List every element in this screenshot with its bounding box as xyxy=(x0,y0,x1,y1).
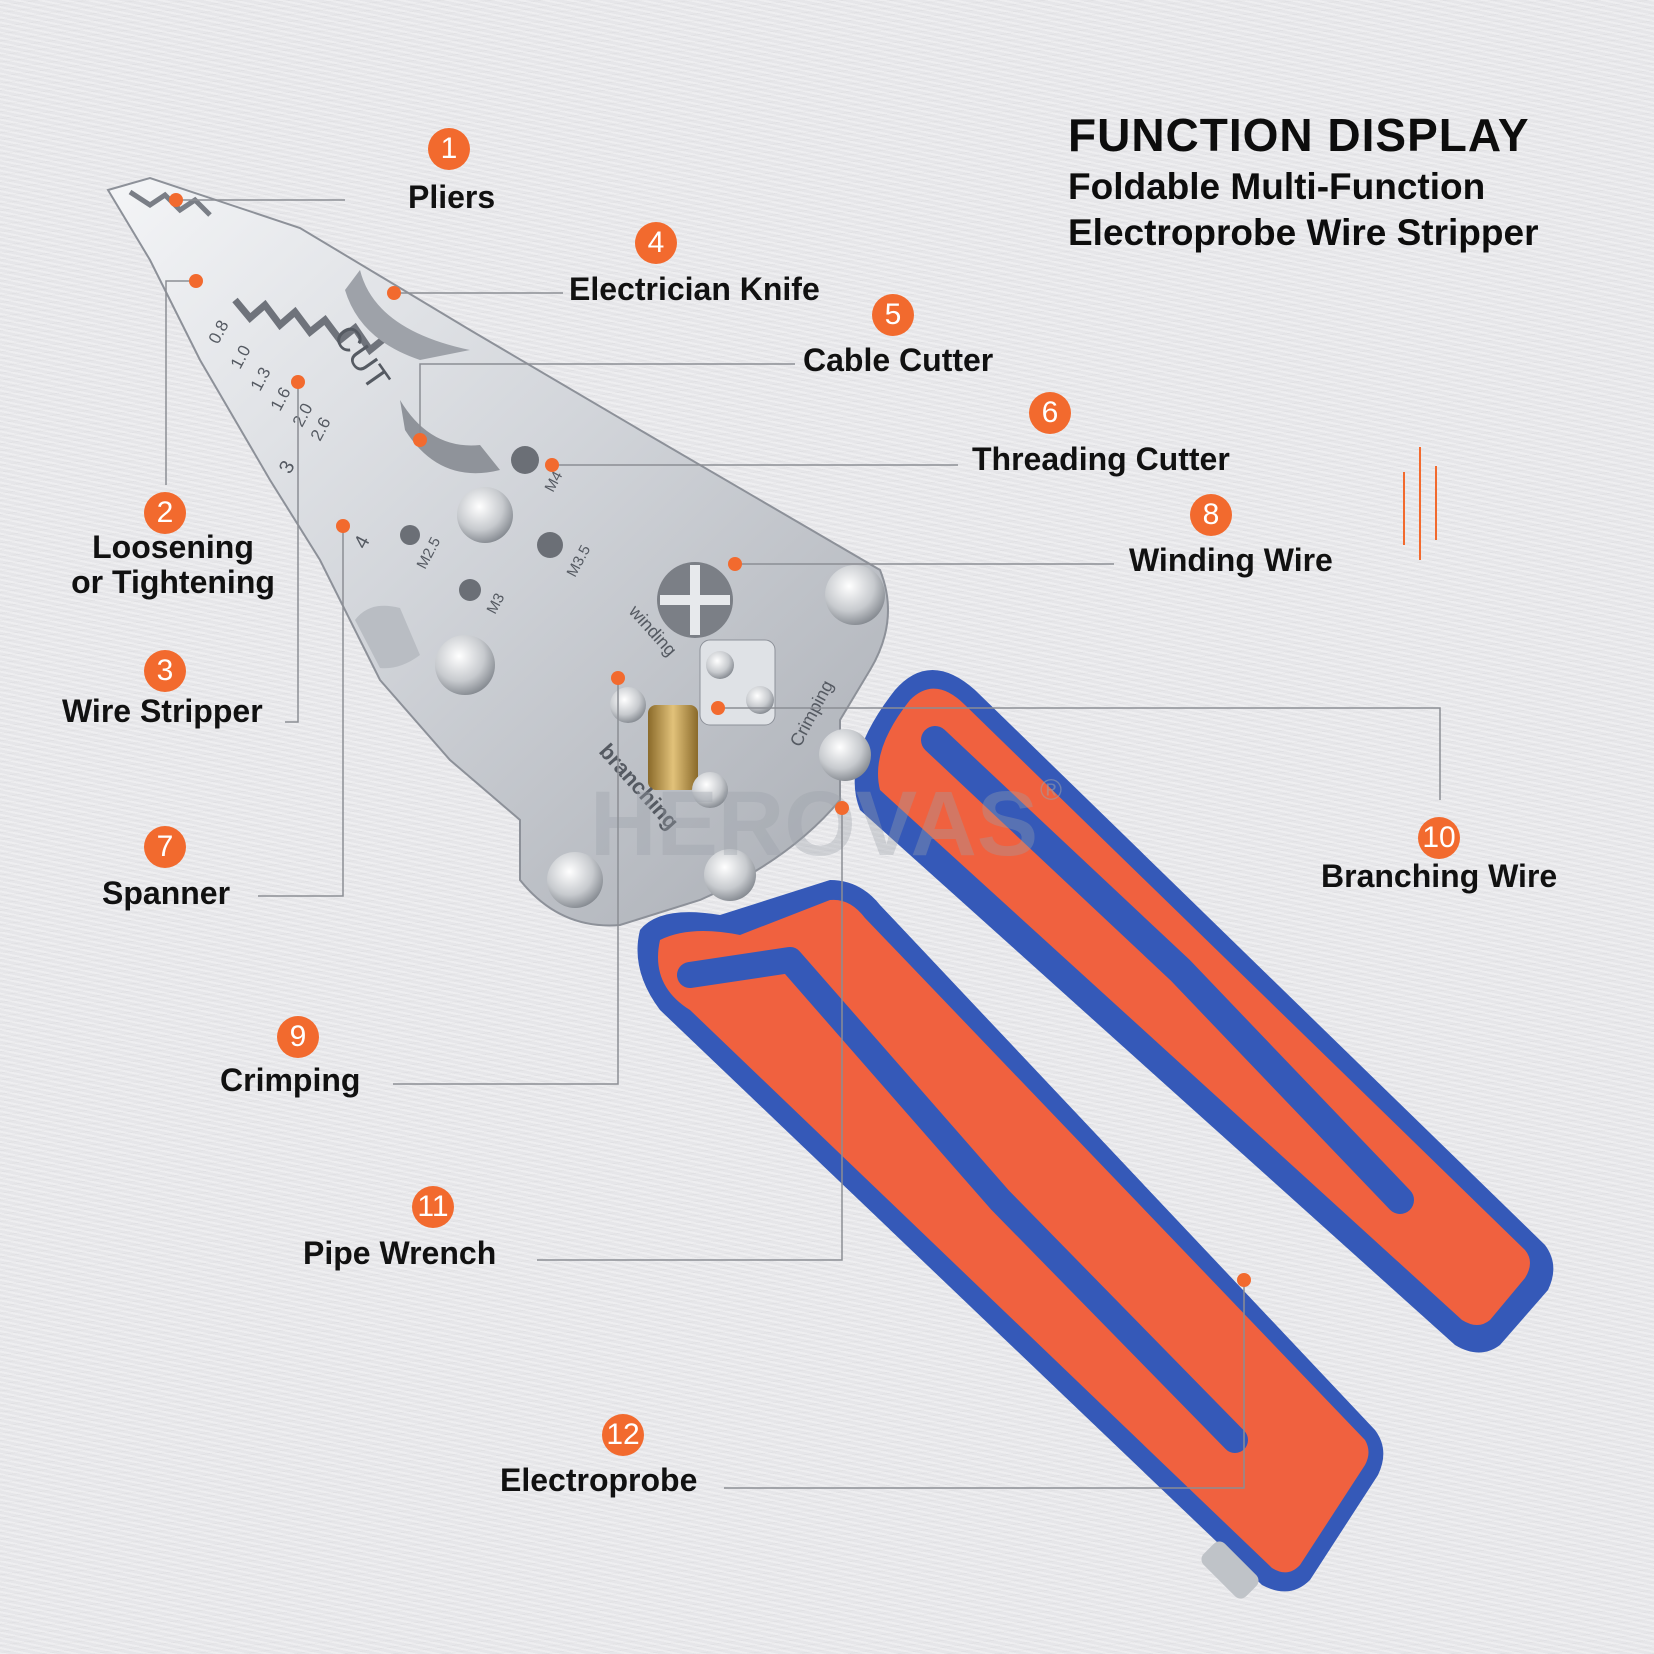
feature-label-pliers: Pliers xyxy=(408,179,496,215)
feature-number-9: 9 xyxy=(277,1016,319,1058)
title-block: FUNCTION DISPLAY Foldable Multi-Function… xyxy=(1068,108,1539,254)
callout-dot-spanner xyxy=(336,519,350,533)
feature-number-6: 6 xyxy=(1029,392,1071,434)
callout-dot-threading-cutter xyxy=(545,458,559,472)
feature-label-winding-wire: Winding Wire xyxy=(1129,542,1333,578)
callout-dot-electrician-knife xyxy=(387,286,401,300)
callout-dot-pliers xyxy=(169,193,183,207)
callout-dot-branching-wire xyxy=(711,701,725,715)
rivet xyxy=(819,729,871,781)
steel-head xyxy=(106,176,889,927)
rivet xyxy=(547,852,603,908)
feature-number-5: 5 xyxy=(872,294,914,336)
feature-number-2: 2 xyxy=(144,492,186,534)
callout-dot-pipe-wrench xyxy=(835,801,849,815)
feature-number-1: 1 xyxy=(428,128,470,170)
callout-dot-electroprobe xyxy=(1237,1273,1251,1287)
left-handle xyxy=(637,880,1384,1599)
rivet xyxy=(825,565,885,625)
leader-lines xyxy=(165,199,1441,1489)
rivet xyxy=(704,849,756,901)
feature-label-wire-stripper: Wire Stripper xyxy=(62,693,263,729)
callout-dot-crimping xyxy=(611,671,625,685)
registered-mark: ® xyxy=(1040,774,1062,807)
feature-label-electroprobe: Electroprobe xyxy=(500,1462,698,1498)
brand-watermark: HEROVAS xyxy=(590,773,1038,875)
feature-label-loosening-line-1: Loosening xyxy=(92,529,254,565)
feature-label-spanner: Spanner xyxy=(102,875,231,911)
page-title: FUNCTION DISPLAY xyxy=(1068,109,1530,161)
feature-label-branching-wire: Branching Wire xyxy=(1321,858,1558,894)
feature-number-12: 12 xyxy=(602,1414,644,1456)
pivot-rivet xyxy=(457,487,513,543)
feature-number-11: 11 xyxy=(412,1186,454,1228)
feature-number-7: 7 xyxy=(144,826,186,868)
feature-label-loosening-line-2: or Tightening xyxy=(71,564,275,601)
callout-dot-loosening xyxy=(189,274,203,288)
feature-label-pipe-wrench: Pipe Wrench xyxy=(303,1235,497,1271)
feature-number-3: 3 xyxy=(144,650,186,692)
feature-number-8: 8 xyxy=(1190,494,1232,536)
feature-label-crimping: Crimping xyxy=(220,1062,361,1098)
feature-number-4: 4 xyxy=(635,222,677,264)
feature-label-cable-cutter: Cable Cutter xyxy=(803,342,994,378)
feature-label-loosening: Loosening or Tightening xyxy=(58,529,288,601)
callout-dot-winding-wire xyxy=(728,557,742,571)
subtitle-line-2: Electroprobe Wire Stripper xyxy=(1068,212,1539,253)
callout-dot-wire-stripper xyxy=(291,375,305,389)
tool-markings: CUT 0.8 1.0 1.3 1.6 2.0 2.6 3 4 M2.5 M3 … xyxy=(205,317,1062,875)
feature-number-10: 10 xyxy=(1418,817,1460,859)
rivet xyxy=(435,635,495,695)
feature-label-electrician-knife: Electrician Knife xyxy=(569,271,820,307)
callout-dot-cable-cutter xyxy=(413,433,427,447)
feature-label-threading-cutter: Threading Cutter xyxy=(972,441,1230,477)
decorative-stripes xyxy=(1403,447,1437,560)
subtitle-line-1: Foldable Multi-Function xyxy=(1068,166,1486,207)
right-handle xyxy=(854,670,1554,1353)
